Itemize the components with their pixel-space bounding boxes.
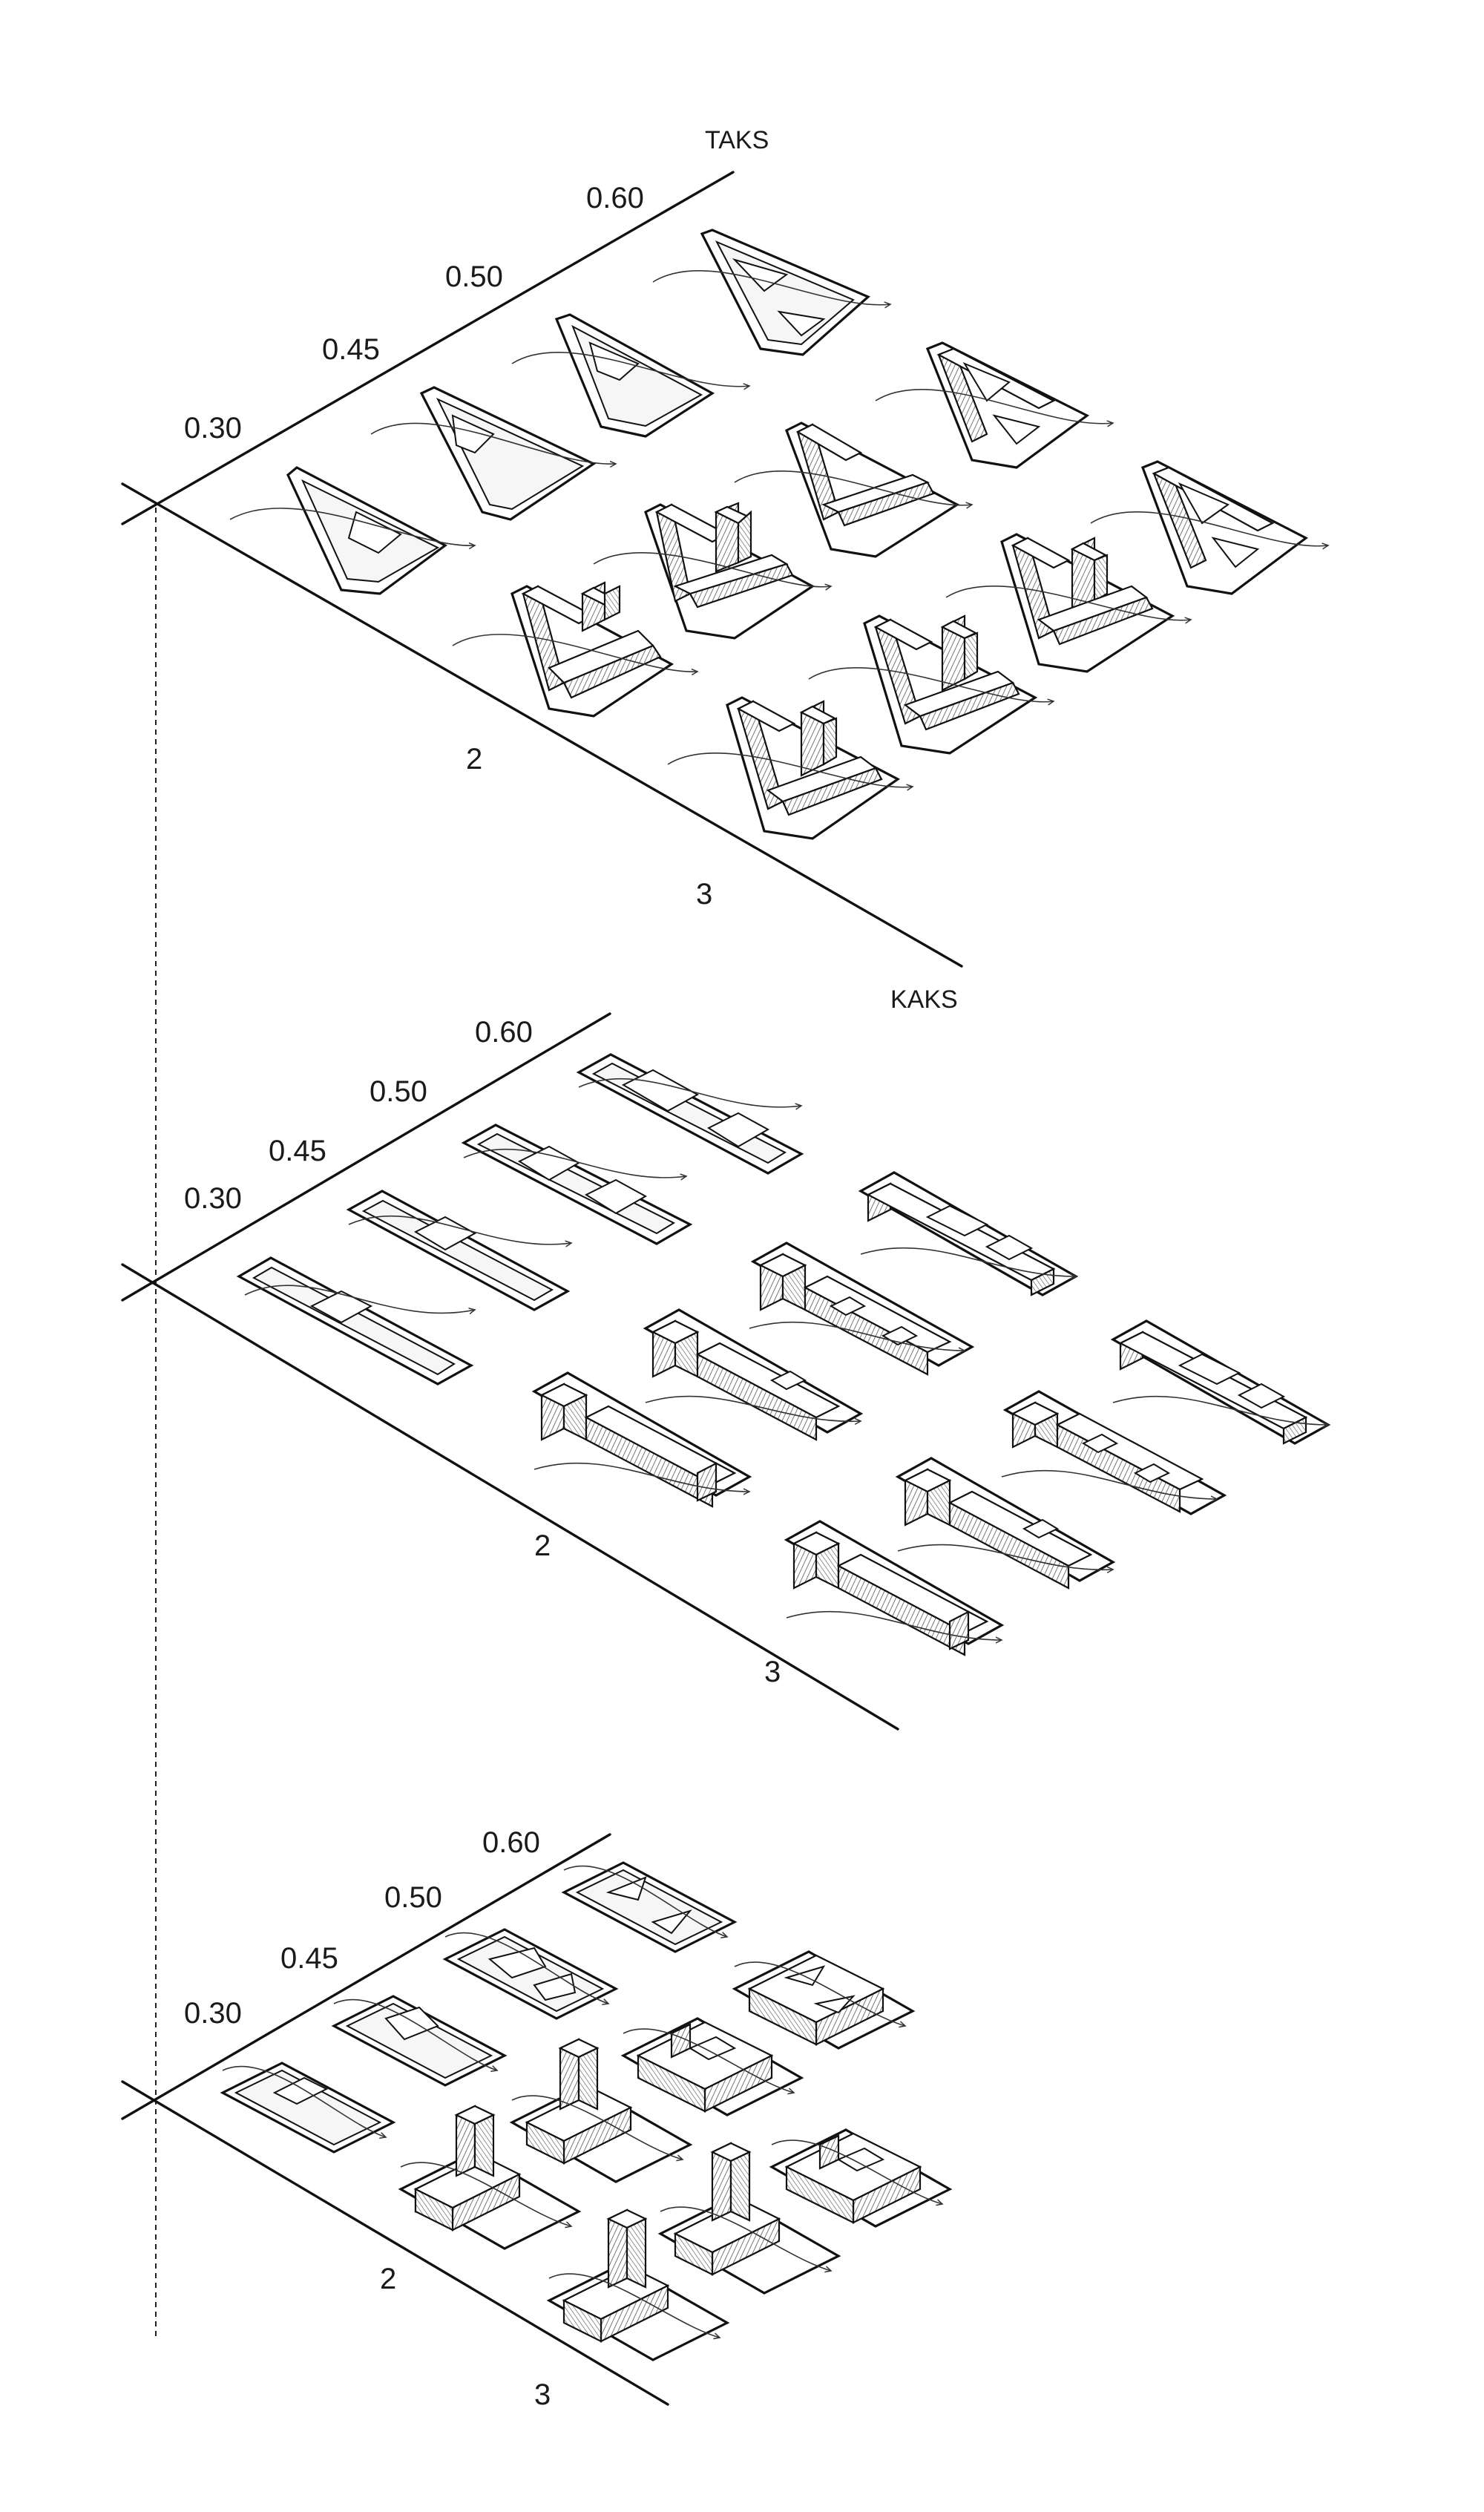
plot-060-1 [561, 1861, 738, 1953]
plot-060-1 [576, 1053, 804, 1175]
ratio-label-030: 0.30 [184, 1182, 242, 1215]
ratio-label-045: 0.45 [322, 333, 380, 366]
plot-060-3 [1110, 1319, 1331, 1445]
ratio-label-030: 0.30 [184, 412, 242, 445]
ratio-label-060: 0.60 [475, 1016, 533, 1049]
plot-030-2 [452, 581, 697, 718]
floor-label-3: 3 [764, 1656, 781, 1688]
floor-label-2: 2 [466, 743, 482, 775]
ratio-axis [121, 1012, 611, 1302]
plot-060-2 [875, 341, 1113, 469]
ratio-label-045: 0.45 [269, 1135, 326, 1167]
plot-050-1 [461, 1124, 693, 1245]
plot-050-3 [945, 533, 1191, 673]
plot-050-1 [511, 313, 749, 438]
plot-060-2 [732, 1950, 916, 2050]
plot-060-3 [1090, 460, 1328, 595]
plot-030-2 [531, 1371, 752, 1508]
plot-045-2 [643, 1308, 864, 1441]
panel-taks: TAKS 0.30 0.45 0.50 0.60 2 3 [121, 126, 1328, 968]
floor-label-2: 2 [534, 1529, 551, 1562]
plot-050-2 [620, 2017, 804, 2116]
plot-030-2 [398, 2105, 582, 2250]
plot-045-1 [346, 1190, 571, 1311]
ratio-label-050: 0.50 [370, 1075, 427, 1108]
plot-030-3 [546, 2208, 730, 2361]
plot-050-1 [442, 1928, 619, 2020]
plot-045-2 [509, 2038, 693, 2183]
ratio-label-060: 0.60 [482, 1826, 540, 1859]
ratio-label-050: 0.50 [384, 1881, 442, 1914]
plot-050-2 [749, 1242, 975, 1376]
axis-title: TAKS [705, 126, 769, 154]
ratio-label-060: 0.60 [586, 182, 644, 214]
plot-030-1 [220, 2062, 396, 2154]
ratio-label-030: 0.30 [184, 1997, 242, 2030]
floor-axis [121, 2080, 669, 2406]
ratio-label-045: 0.45 [280, 1942, 338, 1975]
floor-axis [121, 482, 963, 968]
plot-050-2 [734, 422, 972, 558]
floor-axis [121, 1263, 899, 1731]
plot-030-1 [236, 1256, 475, 1385]
plot-030-1 [229, 466, 475, 595]
plot-045-3 [808, 614, 1054, 755]
ratio-label-050: 0.50 [445, 260, 503, 293]
floor-label-3: 3 [696, 878, 712, 911]
plot-060-2 [858, 1171, 1079, 1296]
plot-045-1 [370, 386, 616, 521]
plot-030-3 [667, 696, 913, 840]
plot-045-1 [331, 1995, 508, 2087]
axis-title: KAKS [890, 986, 958, 1014]
plot-050-3 [769, 2128, 953, 2228]
ratio-axis [121, 1833, 611, 2120]
plot-045-2 [593, 502, 831, 640]
panel-third: 0.30 0.45 0.50 0.60 2 3 [121, 1826, 953, 2411]
plot-045-3 [895, 1457, 1116, 1590]
plot-030-3 [784, 1520, 1005, 1656]
ratio-axis [121, 171, 735, 525]
plot-060-1 [652, 229, 890, 356]
plot-050-3 [1001, 1390, 1227, 1515]
floor-label-3: 3 [534, 2378, 551, 2411]
panel-kaks: KAKS 0.30 0.45 0.50 0.60 2 3 [121, 986, 1331, 1731]
floor-label-2: 2 [380, 2263, 396, 2295]
plot-045-3 [657, 2142, 841, 2295]
